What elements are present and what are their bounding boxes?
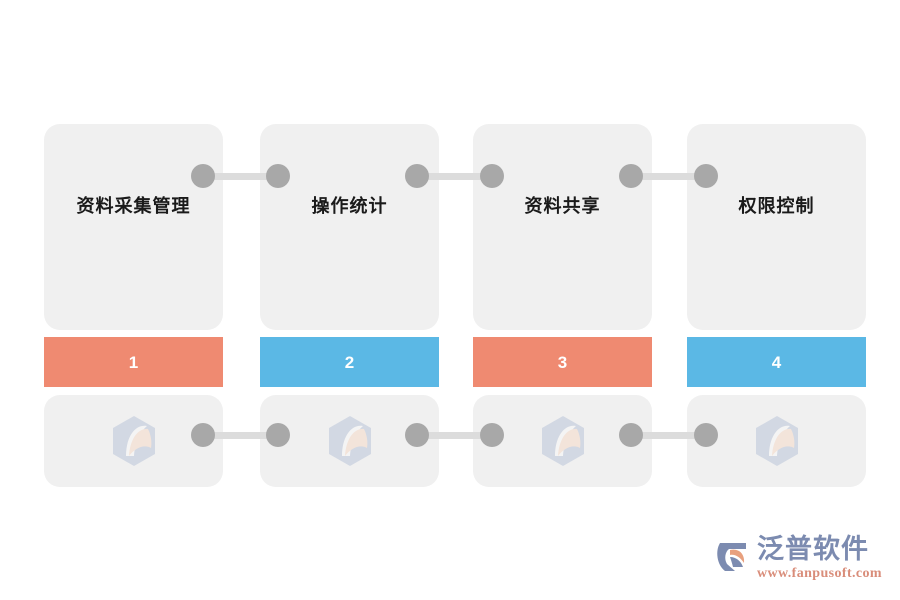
- connector-bottom-1-2: [191, 423, 290, 447]
- step-card-top-2: [260, 124, 439, 330]
- step-card-bottom-3: [473, 395, 652, 487]
- connector-dot-left: [619, 164, 643, 188]
- fanpu-hexagon-logo-icon: [328, 416, 371, 466]
- brand-url: www.fanpusoft.com: [756, 566, 882, 581]
- connector-rail: [415, 432, 494, 439]
- step-column-4: 权限控制 4: [687, 0, 866, 600]
- connector-dot-right: [480, 164, 504, 188]
- step-bar-2: 2: [260, 337, 439, 387]
- connector-dot-right: [266, 164, 290, 188]
- step-bar-1: 1: [44, 337, 223, 387]
- brand-text-block: 泛普软件 www.fanpusoft.com: [757, 535, 882, 582]
- step-title-2: 操作统计: [311, 196, 388, 216]
- step-number-4: 4: [771, 352, 782, 372]
- connector-dot-right: [480, 423, 504, 447]
- step-number-3: 3: [557, 352, 568, 372]
- fanpu-logo-icon: [717, 543, 746, 571]
- step-card-top-4: [687, 124, 866, 330]
- connector-rail: [629, 173, 708, 180]
- connector-dot-left: [405, 423, 429, 447]
- connector-top-1-2: [191, 164, 290, 188]
- step-title-1: 资料采集管理: [76, 196, 191, 216]
- step-bar-4: 4: [687, 337, 866, 387]
- step-title-3: 资料共享: [524, 196, 601, 216]
- step-card-top-1: [44, 124, 223, 330]
- step-number-2: 2: [344, 352, 355, 372]
- brand-watermark: 泛普软件 www.fanpusoft.com: [713, 535, 882, 582]
- connector-dot-right: [266, 423, 290, 447]
- connector-rail: [201, 173, 280, 180]
- connector-top-3-4: [619, 164, 718, 188]
- connector-dot-left: [405, 164, 429, 188]
- connector-top-2-3: [405, 164, 504, 188]
- connector-dot-right: [694, 423, 718, 447]
- connector-dot-right: [694, 164, 718, 188]
- step-bar-3: 3: [473, 337, 652, 387]
- connector-dot-left: [619, 423, 643, 447]
- brand-name: 泛普软件: [756, 534, 869, 565]
- step-number-1: 1: [128, 352, 139, 372]
- step-card-top-3: [473, 124, 652, 330]
- step-column-1: 资料采集管理 1: [44, 0, 223, 600]
- connector-bottom-2-3: [405, 423, 504, 447]
- step-column-3: 资料共享 3: [473, 0, 652, 600]
- connector-dot-left: [191, 423, 215, 447]
- connector-rail: [415, 173, 494, 180]
- fanpu-hexagon-logo-icon: [541, 416, 584, 466]
- step-card-bottom-4: [687, 395, 866, 487]
- fanpu-hexagon-logo-icon: [755, 416, 798, 466]
- connector-rail: [629, 432, 708, 439]
- connector-bottom-3-4: [619, 423, 718, 447]
- fanpu-hexagon-logo-icon: [112, 416, 155, 466]
- connector-dot-left: [191, 164, 215, 188]
- step-title-4: 权限控制: [738, 196, 815, 216]
- step-column-2: 操作统计 2: [260, 0, 439, 600]
- connector-rail: [201, 432, 280, 439]
